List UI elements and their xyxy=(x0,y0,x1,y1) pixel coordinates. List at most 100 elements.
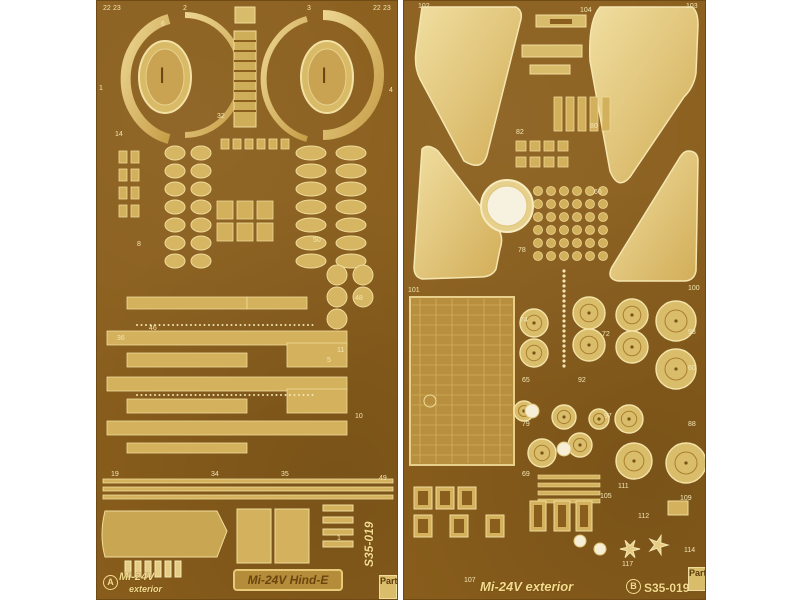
etched-washer xyxy=(546,199,556,209)
etched-wheel-hub xyxy=(593,413,605,425)
part-number: 49 xyxy=(379,475,387,482)
etched-star xyxy=(619,539,641,559)
perforation-dot xyxy=(262,324,264,326)
etched-star xyxy=(648,533,670,557)
etched-washer xyxy=(598,186,608,196)
part-number: 98 xyxy=(688,329,696,336)
perforation-dot xyxy=(284,394,287,396)
perforation-dot xyxy=(185,394,188,396)
panel-top-left xyxy=(414,6,523,166)
perforation-dot xyxy=(280,324,282,326)
part-number: 112 xyxy=(638,513,650,520)
etched-washer xyxy=(533,251,543,261)
etched-oval xyxy=(295,235,327,251)
perforation-dot xyxy=(284,324,287,326)
etched-washer xyxy=(559,199,569,209)
perforation-dot xyxy=(230,394,233,396)
etched-strip xyxy=(106,376,348,392)
etched-disc xyxy=(352,264,374,286)
perforation-dot xyxy=(562,324,566,328)
perforation-dot xyxy=(163,324,165,326)
perforation-dot xyxy=(230,324,233,326)
part-number: 48 xyxy=(355,295,363,302)
etched-washer xyxy=(559,251,569,261)
perforation-dot xyxy=(562,319,566,323)
part-number: 101 xyxy=(408,287,420,294)
etched-strip xyxy=(102,486,394,492)
etched-tab xyxy=(118,150,128,164)
etched-plate xyxy=(236,222,254,242)
perforation-dot xyxy=(311,324,314,326)
etched-wheel-hub xyxy=(622,337,642,357)
perforation-dot xyxy=(145,394,147,396)
etched-tab xyxy=(667,500,689,516)
etched-strip xyxy=(537,482,601,488)
etched-strip xyxy=(537,490,601,496)
etched-tab xyxy=(118,186,128,200)
etched-pin xyxy=(174,560,182,578)
part-number: 107 xyxy=(464,577,476,584)
perforation-dot xyxy=(253,394,255,396)
etched-wheel-hub xyxy=(579,335,599,355)
perforation-dot xyxy=(302,394,305,396)
perforation-dot xyxy=(280,394,282,396)
etched-strip xyxy=(126,398,248,414)
etched-tab xyxy=(529,156,541,168)
perforation-dot xyxy=(271,394,273,396)
perforation-dot xyxy=(136,394,138,396)
part-number: 32 xyxy=(217,113,225,120)
perforation-dot xyxy=(562,269,566,273)
etched-tab xyxy=(118,204,128,218)
perforation-dot xyxy=(271,324,273,326)
etched-tab xyxy=(130,150,140,164)
etched-lens xyxy=(573,534,587,548)
etched-washer xyxy=(585,238,595,248)
hatch-ring xyxy=(423,394,437,408)
etched-wheel-hub xyxy=(622,305,642,325)
etched-pin xyxy=(154,560,162,578)
etched-plate xyxy=(216,222,234,242)
part-number: 36 xyxy=(117,335,125,342)
part-number: 6 xyxy=(161,21,165,28)
etched-strip xyxy=(286,388,348,414)
fret-title: Mi-24V xyxy=(119,571,155,583)
perforation-dot xyxy=(562,279,566,283)
perforation-dot xyxy=(136,324,138,326)
part-number: 72 xyxy=(602,331,610,338)
etched-washer xyxy=(546,238,556,248)
part-number: 23 xyxy=(383,5,391,12)
etched-disc xyxy=(326,286,348,308)
perforation-dot xyxy=(562,339,566,343)
part-number: 88 xyxy=(688,421,696,428)
etched-pin xyxy=(144,560,152,578)
etched-oval xyxy=(335,235,367,251)
etched-oval xyxy=(295,181,327,197)
photo-etch-fret-b: Mi-24V exterior B S35-019 Part 102 103 1… xyxy=(403,0,706,600)
perforation-dot xyxy=(562,334,566,338)
svg-text:I: I xyxy=(321,63,327,88)
perforation-dot xyxy=(262,394,264,396)
part-number: 2 xyxy=(183,5,187,12)
etched-strip xyxy=(322,516,354,524)
etched-plate xyxy=(256,222,274,242)
perforation-dot xyxy=(562,314,566,318)
perforation-dot xyxy=(212,324,215,326)
etched-tab xyxy=(529,140,541,152)
etched-washer xyxy=(572,225,582,235)
perforation-dot xyxy=(208,394,210,396)
etched-tab xyxy=(118,168,128,182)
etched-washer xyxy=(598,199,608,209)
part-number: 114 xyxy=(684,547,696,554)
perforation-dot xyxy=(235,394,237,396)
etched-wheel-hub xyxy=(664,357,688,381)
etched-wheel-hub xyxy=(572,437,588,453)
etched-wheel-hub xyxy=(556,409,572,425)
fret-subtitle: exterior xyxy=(129,584,163,594)
etched-wheel-hub xyxy=(525,314,543,332)
part-number: 111 xyxy=(618,483,629,490)
etched-strip xyxy=(577,96,587,132)
etched-wheel-hub xyxy=(620,410,638,428)
fret-code: S35-019 xyxy=(644,581,690,595)
etched-tab xyxy=(232,138,242,150)
part-number: 5 xyxy=(327,357,331,364)
